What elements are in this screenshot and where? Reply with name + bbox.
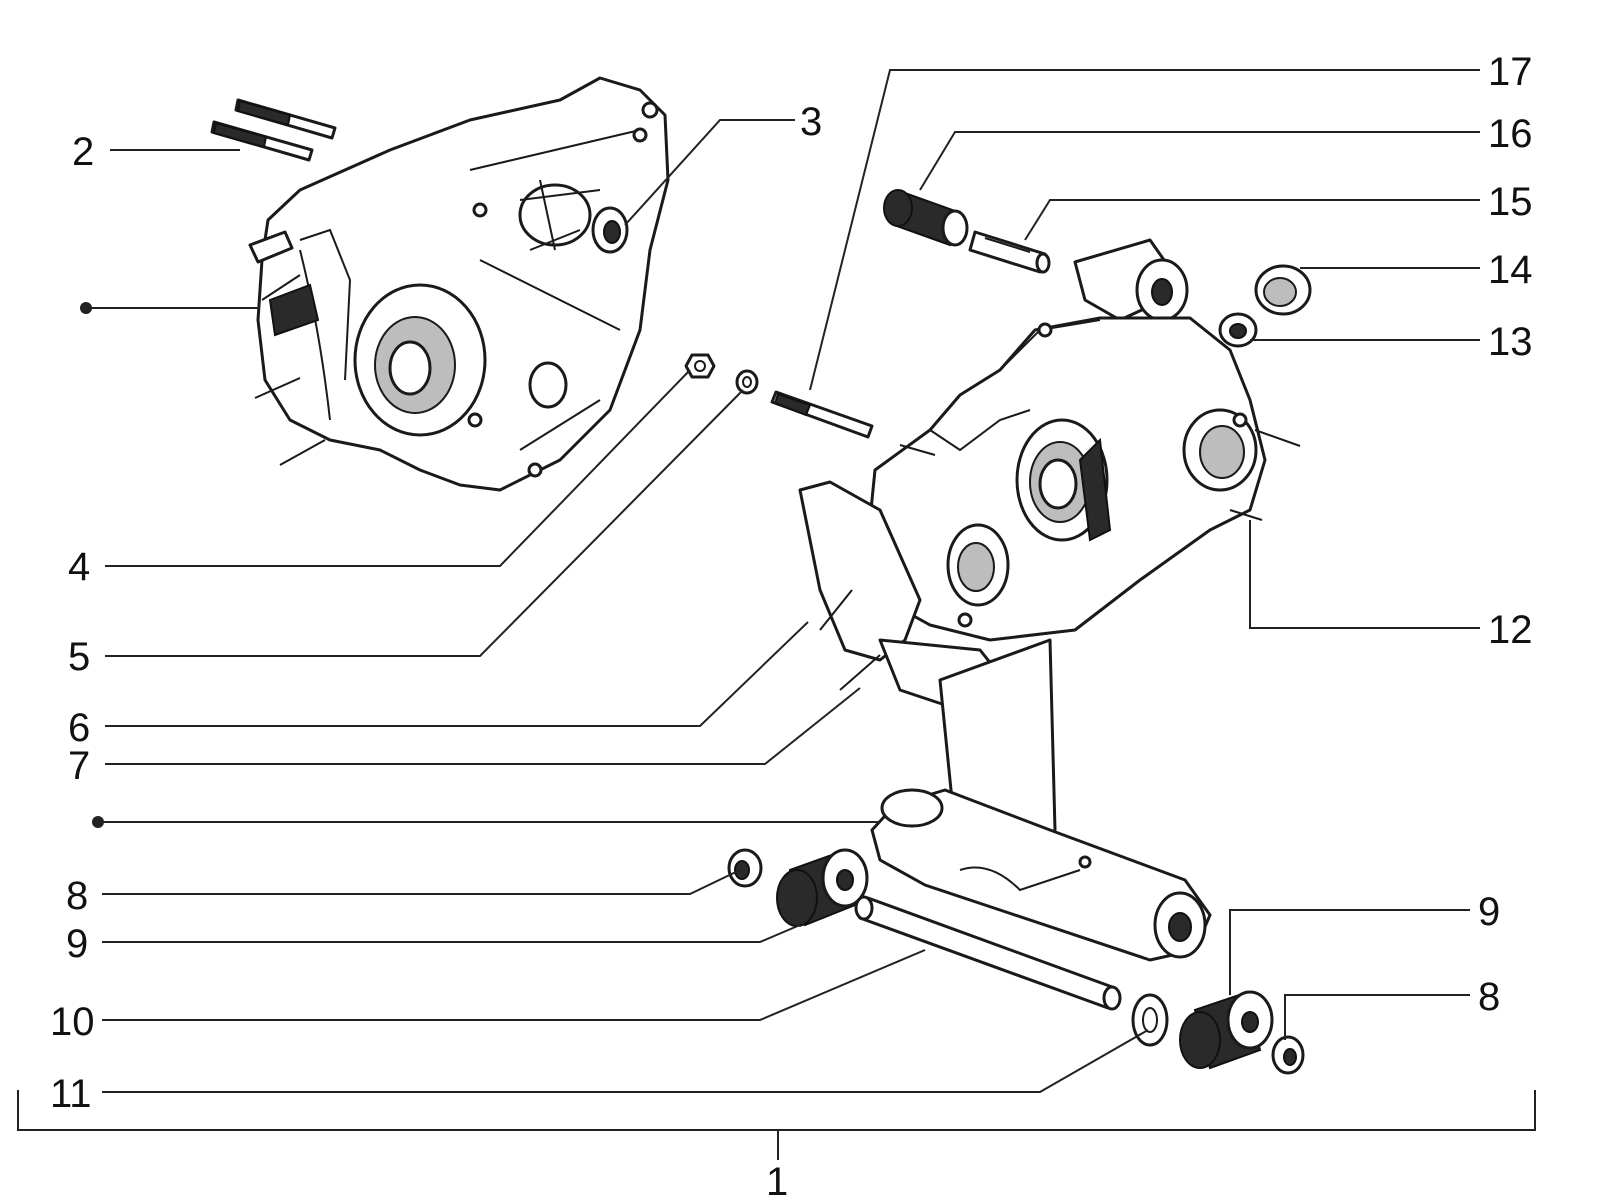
callout-16: 16: [1488, 112, 1533, 156]
right-crankcase-half: [798, 238, 1301, 962]
silent-block-16: [883, 189, 969, 247]
callout-10: 10: [50, 1000, 95, 1044]
callout-4: 4: [68, 545, 90, 589]
nut-4: [684, 353, 716, 379]
silent-block-9-left: [776, 848, 869, 927]
callout-2: 2: [72, 130, 94, 174]
stud-pair-2: [210, 98, 337, 162]
nut-8-right: [1271, 1035, 1305, 1075]
callout-17: 17: [1488, 50, 1533, 94]
pin-15: [968, 230, 1051, 274]
callout-9-left: 9: [66, 922, 88, 966]
callout-8-right: 8: [1478, 975, 1500, 1019]
callout-6: 6: [68, 706, 90, 750]
callout-15: 15: [1488, 180, 1533, 224]
callout-1-assembly: 1: [766, 1160, 788, 1200]
callout-7: 7: [68, 744, 90, 788]
oil-seal-14: [1254, 264, 1312, 316]
callout-11: 11: [50, 1072, 92, 1116]
callout-14: 14: [1488, 248, 1533, 292]
callout-labels: 2 3 4 5 6 7 8 9 10 11 12 13 14 15 16 17 …: [50, 50, 1533, 1200]
silent-block-9-right: [1179, 990, 1274, 1070]
shaft-10: [854, 895, 1122, 1011]
callout-5: 5: [68, 635, 90, 679]
bushing-3: [591, 206, 629, 254]
assembly-bracket: [17, 1090, 1536, 1160]
callout-12: 12: [1488, 608, 1533, 652]
callout-13: 13: [1488, 320, 1533, 364]
washer-5: [735, 369, 759, 395]
bearing-13: [1218, 312, 1258, 348]
stud-17: [770, 390, 874, 439]
callout-8-left: 8: [66, 874, 88, 918]
washer-11: [1131, 993, 1169, 1047]
nut-8-left: [727, 848, 763, 888]
callout-3: 3: [800, 100, 822, 144]
callout-9-right: 9: [1478, 890, 1500, 934]
left-crankcase-half: [248, 76, 670, 492]
leader-lines: [80, 69, 1480, 1093]
